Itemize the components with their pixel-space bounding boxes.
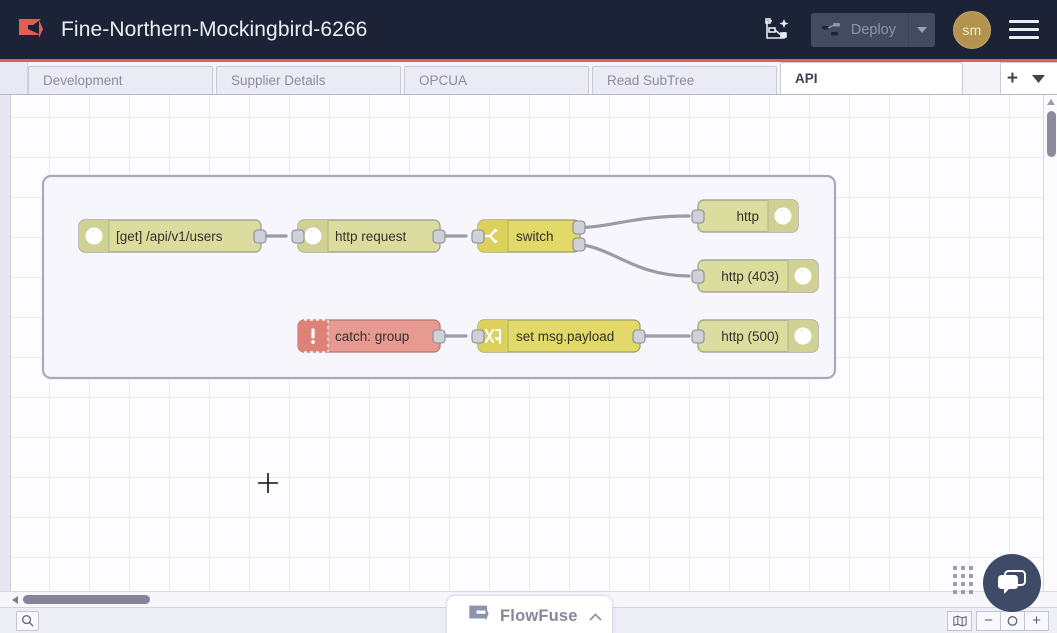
- globe-icon: [85, 227, 103, 245]
- zoom-controls: − +: [947, 610, 1049, 631]
- input-port[interactable]: [691, 329, 705, 344]
- exclamation-icon: [311, 328, 315, 344]
- left-rail: [0, 95, 11, 593]
- node-http-response-403[interactable]: http (403): [691, 259, 819, 293]
- chat-bubble-icon[interactable]: [983, 554, 1041, 612]
- node-label: http (500): [721, 329, 779, 344]
- node-catch[interactable]: catch: group: [297, 319, 446, 353]
- chevron-down-icon: [917, 26, 927, 33]
- plus-icon[interactable]: +: [1006, 68, 1018, 89]
- globe-icon: [304, 227, 322, 245]
- output-port[interactable]: [432, 329, 446, 344]
- tab-supplier-details[interactable]: Supplier Details: [216, 66, 401, 94]
- flow-tab-bar: Development Supplier Details OPCUA Read …: [0, 62, 1057, 95]
- zoom-in-button[interactable]: +: [1024, 610, 1049, 631]
- deploy-button[interactable]: Deploy: [811, 13, 908, 47]
- output-port[interactable]: [632, 329, 646, 344]
- node-label: [get] /api/v1/users: [116, 229, 223, 244]
- node-label: catch: group: [335, 329, 409, 344]
- chevron-up-icon[interactable]: [589, 608, 602, 626]
- node-switch[interactable]: switch: [471, 219, 586, 253]
- app-header: Fine-Northern-Mockingbird-6266: [0, 0, 1057, 62]
- search-icon[interactable]: [16, 610, 39, 631]
- node-label: switch: [516, 229, 554, 244]
- flow-diagram: [get] /api/v1/users http request: [41, 174, 837, 380]
- input-port[interactable]: [691, 269, 705, 284]
- chevron-down-icon[interactable]: [1032, 70, 1045, 88]
- node-http-response-500[interactable]: http (500): [691, 319, 819, 353]
- tab-gutter: [0, 62, 28, 94]
- crosshair-cursor: [256, 471, 280, 500]
- globe-icon: [774, 207, 792, 225]
- zoom-reset-icon[interactable]: [1000, 610, 1025, 631]
- node-http-in[interactable]: [get] /api/v1/users: [78, 219, 267, 253]
- deploy-label: Deploy: [850, 21, 896, 38]
- output-port[interactable]: [253, 229, 267, 244]
- page-title: Fine-Northern-Mockingbird-6266: [61, 17, 368, 41]
- scroll-left-icon[interactable]: [12, 595, 18, 604]
- canvas-vertical-scrollbar[interactable]: [1043, 95, 1057, 593]
- node-http-response[interactable]: http: [691, 199, 799, 233]
- node-label: http: [736, 209, 759, 224]
- output-port[interactable]: [432, 229, 446, 244]
- tab-read-subtree[interactable]: Read SubTree: [592, 66, 777, 94]
- tab-api[interactable]: API: [780, 62, 963, 94]
- input-port[interactable]: [471, 229, 485, 244]
- deploy-options-button[interactable]: [908, 12, 935, 47]
- tab-development[interactable]: Development: [28, 66, 213, 94]
- vertical-scroll-thumb[interactable]: [1047, 111, 1056, 157]
- avatar[interactable]: sm: [953, 10, 991, 49]
- node-http-request[interactable]: http request: [291, 219, 446, 253]
- input-port[interactable]: [291, 229, 305, 244]
- node-label: http (403): [721, 269, 779, 284]
- header-actions: Deploy sm: [755, 0, 1057, 59]
- hamburger-menu-icon[interactable]: [1009, 17, 1039, 43]
- input-port[interactable]: [691, 209, 705, 224]
- output-port-2[interactable]: [572, 237, 586, 252]
- deploy-nodes-icon: [821, 22, 840, 35]
- zoom-out-button[interactable]: −: [976, 610, 1001, 631]
- globe-icon: [794, 327, 812, 345]
- tab-opcua[interactable]: OPCUA: [404, 66, 589, 94]
- flowfuse-footer-widget[interactable]: FlowFuse: [446, 595, 613, 633]
- node-change[interactable]: set msg.payload: [471, 319, 646, 353]
- output-port-1[interactable]: [572, 220, 586, 235]
- flowfuse-label: FlowFuse: [500, 607, 578, 625]
- workspace: [get] /api/v1/users http request: [0, 95, 1057, 593]
- ai-flow-generate-icon[interactable]: [755, 8, 799, 52]
- node-label: http request: [335, 229, 407, 244]
- horizontal-scroll-thumb[interactable]: [23, 595, 150, 604]
- deploy-button-group[interactable]: Deploy: [810, 12, 935, 47]
- flowfuse-logo-icon: [17, 17, 45, 43]
- input-port[interactable]: [471, 329, 485, 344]
- node-label: set msg.payload: [516, 329, 614, 344]
- tab-bar-actions: +: [999, 62, 1057, 94]
- dots-grid-icon[interactable]: [953, 566, 973, 594]
- globe-icon: [794, 267, 812, 285]
- flowfuse-logo-icon: [467, 604, 491, 630]
- scroll-up-icon[interactable]: [1047, 99, 1055, 105]
- navigator-map-icon[interactable]: [947, 610, 972, 631]
- flow-canvas[interactable]: [get] /api/v1/users http request: [11, 95, 1057, 593]
